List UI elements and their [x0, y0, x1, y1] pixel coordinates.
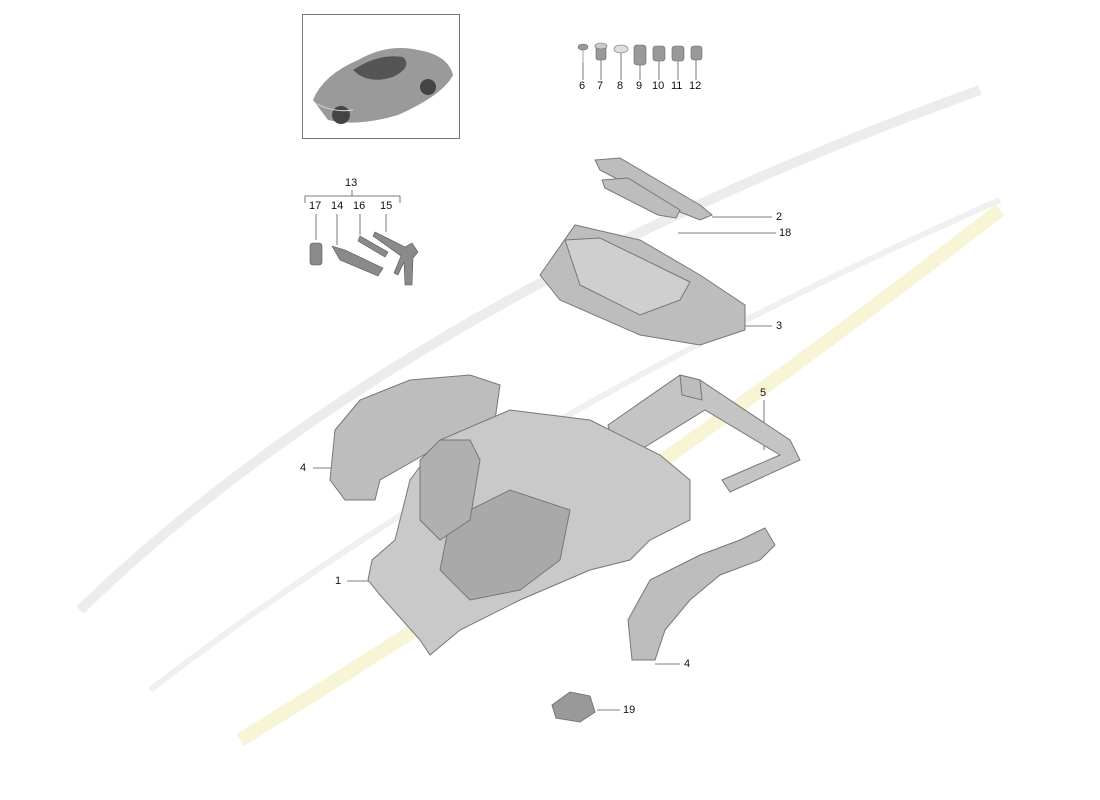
callout-16: 16 [353, 200, 366, 212]
hardware-parts [577, 42, 703, 66]
body-parts [329, 157, 801, 723]
leader-lines [304, 53, 776, 711]
callout-11: 11 [671, 80, 683, 92]
callout-1: 1 [335, 575, 342, 587]
callout-4-bottom: 4 [684, 658, 691, 670]
callout-10: 10 [652, 80, 665, 92]
callout-17: 17 [309, 200, 322, 212]
callout-4-left: 4 [300, 462, 307, 474]
callout-3: 3 [776, 320, 783, 332]
callout-19: 19 [623, 704, 636, 716]
callout-18: 18 [779, 227, 792, 239]
sealant-tools [309, 231, 419, 286]
callout-5: 5 [760, 387, 767, 399]
vehicle-thumbnail [302, 14, 460, 139]
callout-8: 8 [617, 80, 624, 92]
callout-9: 9 [636, 80, 643, 92]
callout-15: 15 [380, 200, 393, 212]
callout-12: 12 [689, 80, 702, 92]
callout-7: 7 [597, 80, 604, 92]
callout-14: 14 [331, 200, 344, 212]
callout-6: 6 [579, 80, 586, 92]
callout-13: 13 [345, 177, 358, 189]
car-icon [313, 47, 453, 124]
callout-2: 2 [776, 211, 783, 223]
